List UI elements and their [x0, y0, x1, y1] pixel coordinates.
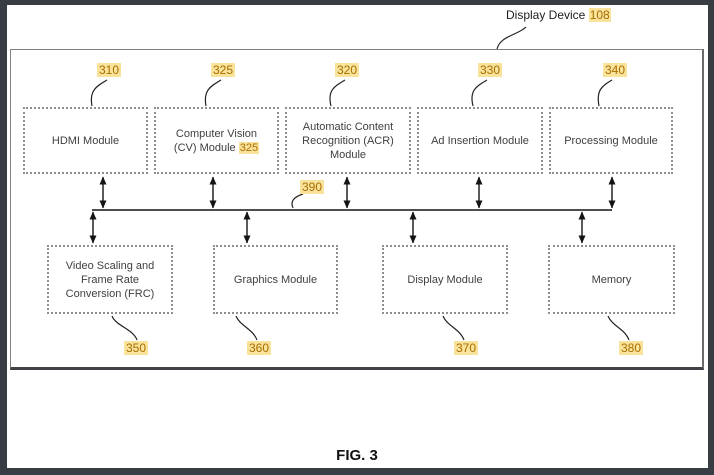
ref-label-320: 320	[335, 63, 360, 77]
ref-label-390: 390	[300, 180, 325, 194]
device-ref-badge: 108	[588, 8, 611, 22]
module-label: Graphics Module	[233, 273, 318, 286]
module-label: Conversion (FRC)	[65, 287, 155, 300]
ref-label-380: 380	[619, 341, 644, 355]
module-label: Module	[329, 148, 367, 161]
ref-label-340: 340	[603, 63, 628, 77]
module-box-ad-insertion: Ad Insertion Module	[417, 107, 543, 174]
module-box-display: Display Module	[382, 245, 508, 314]
figure-caption: FIG. 3	[336, 447, 378, 464]
inline-ref-325: 325	[238, 141, 260, 154]
ref-label-310: 310	[97, 63, 122, 77]
module-label: Recognition (ACR)	[302, 134, 394, 147]
module-box-graphics: Graphics Module	[213, 245, 338, 314]
ref-label-370: 370	[454, 341, 479, 355]
leader-line-108	[496, 26, 527, 50]
module-label: Processing Module	[564, 134, 658, 147]
ref-label-360: 360	[247, 341, 272, 355]
module-label: Ad Insertion Module	[431, 134, 529, 147]
module-box-processing: Processing Module	[549, 107, 673, 174]
module-label: Automatic Content	[302, 120, 394, 133]
ref-label-350: 350	[124, 341, 149, 355]
ref-label-325: 325	[211, 63, 236, 77]
module-label: Display Module	[407, 273, 483, 286]
module-label-line2: (CV) Module 325	[173, 141, 260, 154]
module-box-hdmi: HDMI Module	[23, 107, 148, 174]
module-label: HDMI Module	[51, 134, 120, 147]
module-label: Frame Rate	[80, 273, 140, 286]
display-device-outline	[10, 49, 704, 370]
module-label: Video Scaling and	[65, 259, 155, 272]
module-label: Memory	[591, 273, 632, 286]
module-box-computer-vision: Computer Vision (CV) Module 325	[154, 107, 279, 174]
device-title: Display Device 108	[506, 8, 611, 23]
ref-label-330: 330	[478, 63, 503, 77]
module-box-acr: Automatic Content Recognition (ACR) Modu…	[285, 107, 411, 174]
module-label: Computer Vision	[175, 127, 258, 140]
module-box-frc: Video Scaling and Frame Rate Conversion …	[47, 245, 173, 314]
module-box-memory: Memory	[548, 245, 675, 314]
device-title-text: Display Device	[506, 8, 586, 22]
